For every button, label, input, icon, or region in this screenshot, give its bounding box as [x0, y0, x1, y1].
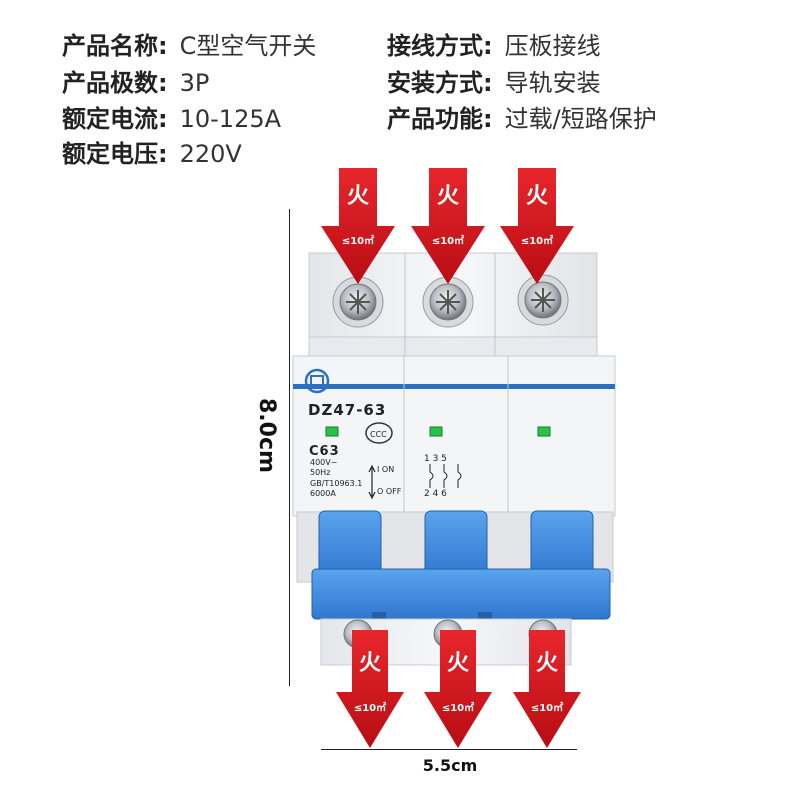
width-dimension-line [321, 749, 577, 750]
spec-label: 接线方式: [387, 32, 493, 60]
spec-row-name: 产品名称: C型空气开关 [62, 28, 316, 64]
status-indicator-icon [325, 426, 339, 437]
spec-value: 220V [179, 140, 242, 168]
spec-row-voltage: 额定电压: 220V [62, 136, 242, 172]
brand-logo-icon [304, 368, 330, 394]
model-number: DZ47-63 [308, 401, 386, 419]
arrow-phase-label: 火 [359, 651, 381, 676]
live-wire-arrow-icon: 火 ≤10㎡ [411, 168, 485, 284]
arrow-phase-label: 火 [447, 651, 469, 676]
breaker-body [292, 355, 616, 517]
rating-label: C63 [309, 444, 340, 459]
spec-label: 额定电流: [62, 105, 168, 133]
live-wire-arrow-icon: 火 ≤10㎡ [321, 168, 395, 284]
spec-row-current: 额定电流: 10-125A [62, 101, 281, 137]
arrow-phase-label: 火 [347, 184, 369, 209]
off-label: O OFF [377, 487, 402, 496]
screw-icon [422, 276, 474, 328]
arrow-wire-label: ≤10㎡ [432, 234, 464, 247]
width-dimension-label: 5.5cm [422, 756, 478, 775]
pole-handle[interactable] [424, 510, 488, 578]
switch-direction-icon [368, 464, 376, 500]
wiring-diagram-icon: 1 3 5 2 4 6 [424, 454, 462, 499]
on-label: I ON [377, 465, 394, 474]
spec-row-poles: 产品极数: 3P [62, 65, 209, 101]
voltage-label: 400V~ [310, 458, 337, 467]
arrow-wire-label: ≤10㎡ [521, 234, 553, 247]
spec-row-function: 产品功能: 过载/短路保护 [387, 101, 657, 137]
switch-handles[interactable] [296, 510, 614, 620]
live-wire-arrow-icon: 火 ≤10㎡ [336, 630, 404, 748]
spec-value: 3P [179, 69, 210, 97]
spec-value: 10-125A [179, 105, 282, 133]
arrow-wire-label: ≤10㎡ [342, 234, 374, 247]
live-wire-arrow-icon: 火 ≤10㎡ [500, 168, 574, 284]
spec-row-mounting: 安装方式: 导轨安装 [387, 65, 601, 101]
live-wire-arrow-icon: 火 ≤10㎡ [513, 630, 581, 748]
height-dimension-line [289, 209, 290, 686]
standard-label: GB/T10963.1 [310, 479, 362, 488]
handle-tie-bar[interactable] [311, 568, 611, 620]
spec-label: 产品名称: [62, 32, 168, 60]
arrow-wire-label: ≤10㎡ [531, 701, 563, 714]
spec-value: 压板接线 [504, 32, 601, 60]
arrow-phase-label: 火 [526, 184, 548, 209]
ccc-certification-icon: CCC [365, 422, 393, 444]
frequency-label: 50Hz [310, 468, 330, 477]
bottom-terminal-numbers: 2 4 6 [424, 489, 447, 499]
spec-value: 过载/短路保护 [504, 105, 657, 133]
screw-icon [517, 274, 569, 326]
spec-label: 产品功能: [387, 105, 493, 133]
capacity-label: 6000A [310, 489, 336, 498]
status-indicator-icon [429, 426, 443, 437]
spec-label: 额定电压: [62, 140, 168, 168]
pole-handle[interactable] [530, 510, 594, 578]
status-indicator-icon [537, 426, 551, 437]
height-dimension-label: 8.0cm [254, 398, 279, 473]
spec-label: 产品极数: [62, 69, 168, 97]
spec-row-wiring: 接线方式: 压板接线 [387, 28, 601, 64]
pole-handle[interactable] [318, 510, 382, 578]
arrow-wire-label: ≤10㎡ [442, 701, 474, 714]
spec-value: 导轨安装 [504, 69, 601, 97]
arrow-phase-label: 火 [536, 651, 558, 676]
svg-text:CCC: CCC [370, 430, 387, 439]
spec-label: 安装方式: [387, 69, 493, 97]
arrow-wire-label: ≤10㎡ [354, 701, 386, 714]
spec-value: C型空气开关 [179, 32, 317, 60]
top-terminal-numbers: 1 3 5 [424, 454, 447, 464]
arrow-phase-label: 火 [437, 184, 459, 209]
screw-icon [332, 276, 384, 328]
live-wire-arrow-icon: 火 ≤10㎡ [424, 630, 492, 748]
